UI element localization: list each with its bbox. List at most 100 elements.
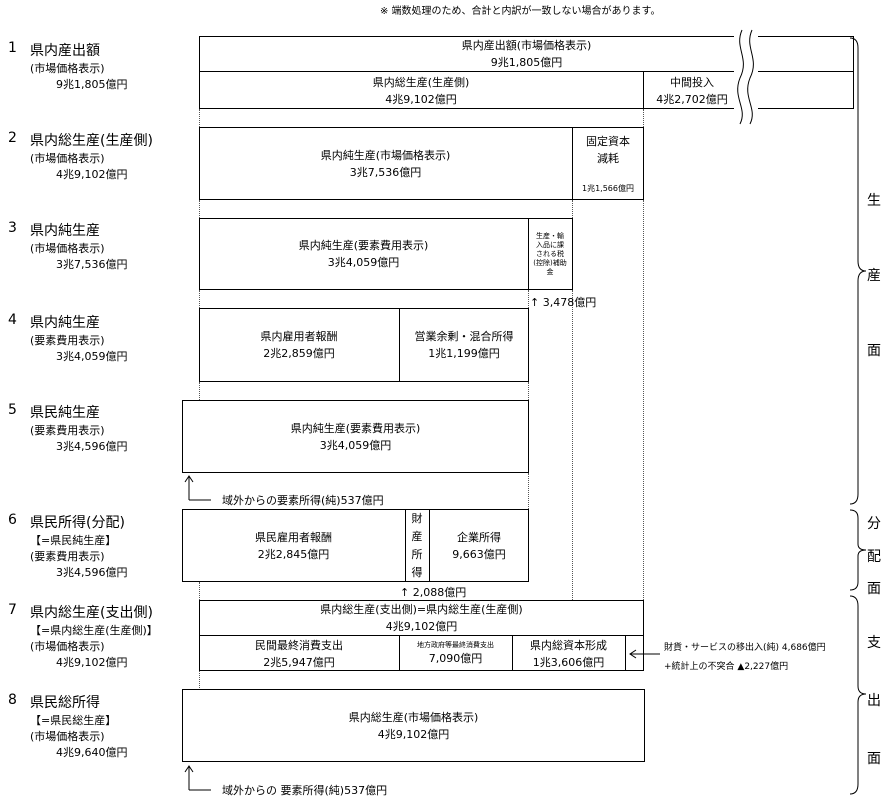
gni-box xyxy=(182,689,645,762)
row-number: 8 xyxy=(8,692,17,708)
ndp-factor-cell: 県内純生産(要素費用表示) 3兆4,059億円 xyxy=(199,218,528,290)
row-subtitle: 【=県民総生産】 xyxy=(30,714,117,727)
surplus-cell: 営業余剰・混合所得 1兆1,199億円 xyxy=(399,308,529,382)
compensation-value: 2兆2,859億円 xyxy=(263,347,335,360)
row-title: 県内総生産(生産側) xyxy=(30,133,153,149)
arrow-left-icon xyxy=(629,649,660,659)
ndp-market-cell: 県内純生産(市場価格表示) 3兆7,536億円 xyxy=(199,127,572,200)
intermediate-cell: 中間投入 4兆2,702億円 xyxy=(643,72,741,109)
ndp-market-value: 3兆7,536億円 xyxy=(349,165,422,179)
break-mark-icon xyxy=(734,29,758,125)
row-number: 7 xyxy=(8,602,17,618)
factor-income-box xyxy=(199,308,529,382)
row-value: 4兆9,102億円 xyxy=(56,168,128,181)
side-production-1: 生 xyxy=(867,193,881,209)
resident-compensation-label: 県民雇用者報酬 xyxy=(255,530,332,544)
row-value: 4兆9,640億円 xyxy=(56,746,128,759)
row-value: 9兆1,805億円 xyxy=(56,78,128,91)
capital-formation-label: 県内総資本形成 xyxy=(530,638,607,652)
ndp-market-label: 県内純生産(市場価格表示) xyxy=(320,148,451,162)
row-value: 3兆4,059億円 xyxy=(56,350,128,363)
row-number: 4 xyxy=(8,312,17,328)
surplus-label: 営業余剰・混合所得 xyxy=(414,330,514,343)
side-production-3: 面 xyxy=(867,343,881,359)
private-consumption-value: 2兆5,947億円 xyxy=(263,655,335,669)
statistical-discrepancy-note: +統計上の不突合 ▲2,227億円 xyxy=(664,662,789,672)
compensation-label: 県内雇用者報酬 xyxy=(260,330,338,343)
ndp-market-box xyxy=(199,127,644,200)
arrow-up-icon xyxy=(184,475,211,501)
intermediate-value: 4兆2,702億円 xyxy=(656,92,728,106)
row-subtitle: 【=県内総生産(生産側)】 xyxy=(30,624,158,637)
row-subtitle-2: (市場価格表示) xyxy=(30,730,105,743)
nnp-cell: 県内純生産(要素費用表示) 3兆4,059億円 xyxy=(182,400,529,473)
row-subtitle: (市場価格表示) xyxy=(30,152,105,165)
row-subtitle: (要素費用表示) xyxy=(30,424,105,437)
row-title: 県内産出額 xyxy=(30,43,100,59)
output-value: 9兆1,805億円 xyxy=(490,55,563,69)
indirect-tax-label: 生産・輸入品に課される税(控除)補助金 xyxy=(533,231,567,276)
row-number: 5 xyxy=(8,402,17,418)
resident-compensation-value: 2兆2,845億円 xyxy=(257,547,330,561)
cfc-value: 1兆1,566億円 xyxy=(582,184,634,193)
corporate-income-cell: 企業所得 9,663億円 xyxy=(429,509,529,582)
row-value: 3兆4,596億円 xyxy=(56,440,128,453)
nnp-label: 県内純生産(要素費用表示) xyxy=(290,421,421,435)
expenditure-top-label: 県内総生産(支出側)=県内総生産(生産側) xyxy=(320,602,523,616)
side-expenditure-3: 面 xyxy=(867,751,881,767)
net-exports-note: 財貨・サービスの移出入(純) 4,686億円 xyxy=(664,643,826,653)
row-subtitle: (市場価格表示) xyxy=(30,62,105,75)
government-consumption-label: 地方政府等最終消費支出 xyxy=(417,640,494,649)
cfc-label: 固定資本減耗 xyxy=(586,135,630,165)
indirect-tax-cell: 生産・輸入品に課される税(控除)補助金 xyxy=(528,220,572,288)
gni-value: 4兆9,102億円 xyxy=(377,727,450,741)
capital-formation-cell: 県内総資本形成 1兆3,606億円 xyxy=(512,636,625,671)
government-consumption-value: 7,090億円 xyxy=(428,651,483,665)
row-subtitle: 【=県民純生産】 xyxy=(30,534,117,547)
output-cell: 県内産出額(市場価格表示) 9兆1,805億円 xyxy=(199,36,854,71)
row-title: 県民総所得 xyxy=(30,695,100,711)
private-consumption-cell: 民間最終消費支出 2兆5,947億円 xyxy=(199,636,399,671)
gdp-label: 県内総生産(生産側) xyxy=(372,75,470,89)
factor-income-abroad-8: 域外からの 要素所得(純)537億円 xyxy=(222,784,388,797)
row-subtitle: (要素費用表示) xyxy=(30,334,105,347)
row-value: 4兆9,102億円 xyxy=(56,656,128,669)
footnote: ※ 端数処理のため、合計と内訳が一致しない場合があります。 xyxy=(380,6,661,17)
ndp-factor-label: 県内純生産(要素費用表示) xyxy=(298,239,429,252)
corporate-income-label: 企業所得 xyxy=(457,530,501,544)
row-title: 県内純生産 xyxy=(30,223,100,239)
row-subtitle: (市場価格表示) xyxy=(30,242,105,255)
row-subtitle-2: (市場価格表示) xyxy=(30,640,105,653)
side-production-2: 産 xyxy=(867,268,881,284)
compensation-cell: 県内雇用者報酬 2兆2,859億円 xyxy=(199,308,399,382)
row-number: 6 xyxy=(8,512,17,528)
capital-formation-value: 1兆3,606億円 xyxy=(532,655,605,669)
side-expenditure-2: 出 xyxy=(867,693,881,709)
factor-income-abroad-5: 域外からの要素所得(純)537億円 xyxy=(222,494,384,507)
row-title: 県民純生産 xyxy=(30,405,100,421)
ndp-factor-value: 3兆4,059億円 xyxy=(327,256,400,269)
row-value: 3兆4,596億円 xyxy=(56,566,128,579)
side-expenditure-1: 支 xyxy=(867,635,881,651)
row-title: 県内総生産(支出側) xyxy=(30,605,153,621)
intermediate-label: 中間投入 xyxy=(670,75,714,89)
indirect-tax-arrow: ↑ 3,478億円 xyxy=(530,296,597,309)
surplus-value: 1兆1,199億円 xyxy=(428,347,500,360)
property-income-arrow: ↑ 2,088億円 xyxy=(400,586,467,599)
arrow-up-icon-2 xyxy=(184,765,211,791)
row-subtitle-2: (要素費用表示) xyxy=(30,550,105,563)
income-box xyxy=(182,509,529,582)
corporate-income-value: 9,663億円 xyxy=(452,547,506,561)
row-title: 県民所得(分配) xyxy=(30,515,125,531)
side-distribution-1: 分 xyxy=(867,516,881,532)
expenditure-top-cell: 県内総生産(支出側)=県内総生産(生産側) 4兆9,102億円 xyxy=(199,600,644,635)
ndp-factor-box xyxy=(199,218,573,290)
gni-label: 県内総生産(市場価格表示) xyxy=(348,710,479,724)
brace-icons xyxy=(849,37,867,795)
row-value: 3兆7,536億円 xyxy=(56,258,128,271)
gdp-cell: 県内総生産(生産側) 4兆9,102億円 xyxy=(199,72,643,109)
cfc-cell: 固定資本減耗 xyxy=(572,130,644,170)
output-label: 県内産出額(市場価格表示) xyxy=(461,38,592,52)
row-number: 3 xyxy=(8,220,17,236)
side-distribution-2: 配 xyxy=(867,549,881,565)
